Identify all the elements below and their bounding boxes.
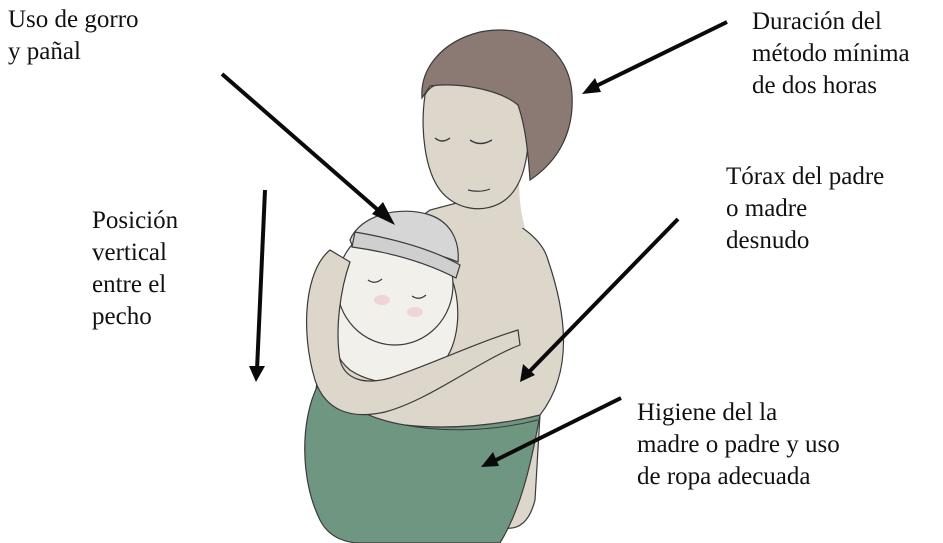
label-line: desnudo — [726, 225, 884, 257]
baby-cheek — [374, 295, 390, 305]
label-line: pecho — [92, 301, 178, 333]
label-duration: Duración del método mínima de dos horas — [752, 6, 910, 102]
arrow-gorro — [222, 74, 386, 217]
label-line: método mínima — [752, 38, 910, 70]
label-hygiene-clothing: Higiene del la madre o padre y uso de ro… — [637, 397, 840, 493]
label-cap-and-diaper: Uso de gorro y pañal — [8, 4, 139, 68]
label-line: o madre — [726, 193, 884, 225]
label-line: madre o padre y uso — [637, 429, 840, 461]
label-line: de ropa adecuada — [637, 461, 840, 493]
label-line: Tórax del padre — [726, 161, 884, 193]
label-line: de dos horas — [752, 70, 910, 102]
label-line: Duración del — [752, 6, 910, 38]
label-line: Higiene del la — [637, 397, 840, 429]
label-line: Uso de gorro — [8, 4, 139, 36]
arrow-duracion-head — [582, 78, 601, 94]
label-line: vertical — [92, 237, 178, 269]
label-line: Posición — [92, 205, 178, 237]
label-bare-chest: Tórax del padre o madre desnudo — [726, 161, 884, 257]
arrow-posicion — [257, 190, 265, 370]
label-line: entre el — [92, 269, 178, 301]
label-vertical-position: Posición vertical entre el pecho — [92, 205, 178, 333]
arrow-duracion — [592, 22, 727, 88]
arrow-posicion-head — [249, 366, 265, 382]
label-line: y pañal — [8, 36, 139, 68]
baby-cheek-2 — [407, 307, 423, 317]
